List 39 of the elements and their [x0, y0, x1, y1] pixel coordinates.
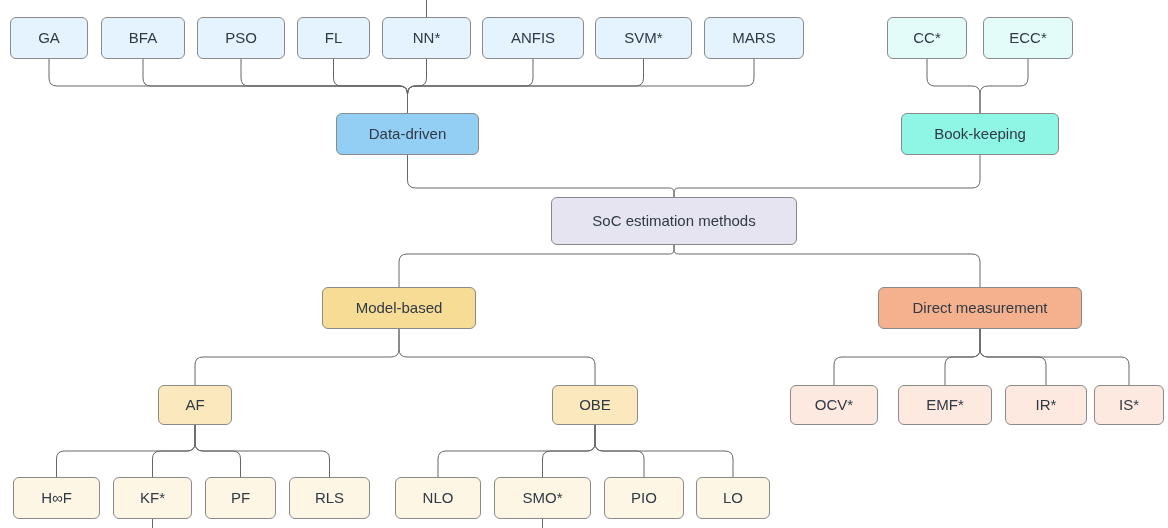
connector-line — [979, 58, 1029, 114]
method-box: SVM* — [595, 17, 692, 59]
method-box: ECC* — [983, 17, 1073, 59]
method-box: IR* — [1005, 385, 1087, 425]
method-box: RLS — [289, 477, 370, 519]
method-box: PSO — [197, 17, 285, 59]
connector-line — [194, 424, 330, 478]
category-box: Direct measurement — [878, 287, 1082, 329]
method-box: MARS — [704, 17, 804, 59]
connector-line — [673, 244, 981, 288]
connector-line — [673, 154, 981, 198]
method-box: ANFIS — [482, 17, 584, 59]
method-box: KF* — [113, 477, 192, 519]
method-box: LO — [696, 477, 770, 519]
method-box: GA — [10, 17, 88, 59]
method-box: BFA — [101, 17, 185, 59]
category-box: Book-keeping — [901, 113, 1059, 155]
method-box: IS* — [1094, 385, 1164, 425]
connector-line — [594, 424, 734, 478]
connector-line — [542, 518, 543, 528]
subcategory-box: AF — [158, 385, 232, 425]
method-box: H∞F — [13, 477, 100, 519]
connector-line — [979, 328, 1130, 386]
category-box: Data-driven — [336, 113, 479, 155]
method-box: NLO — [395, 477, 481, 519]
method-box: SMO* — [494, 477, 591, 519]
method-box: EMF* — [898, 385, 992, 425]
root-box: SoC estimation methods — [551, 197, 797, 245]
category-box: Model-based — [322, 287, 476, 329]
connector-line — [152, 518, 153, 528]
method-box: PF — [205, 477, 276, 519]
method-box: CC* — [887, 17, 967, 59]
connector-line — [426, 0, 427, 18]
method-box: PIO — [604, 477, 684, 519]
method-box: FL — [297, 17, 370, 59]
method-box: NN* — [382, 17, 471, 59]
connector-line — [398, 328, 596, 386]
method-box: OCV* — [790, 385, 878, 425]
subcategory-box: OBE — [552, 385, 638, 425]
